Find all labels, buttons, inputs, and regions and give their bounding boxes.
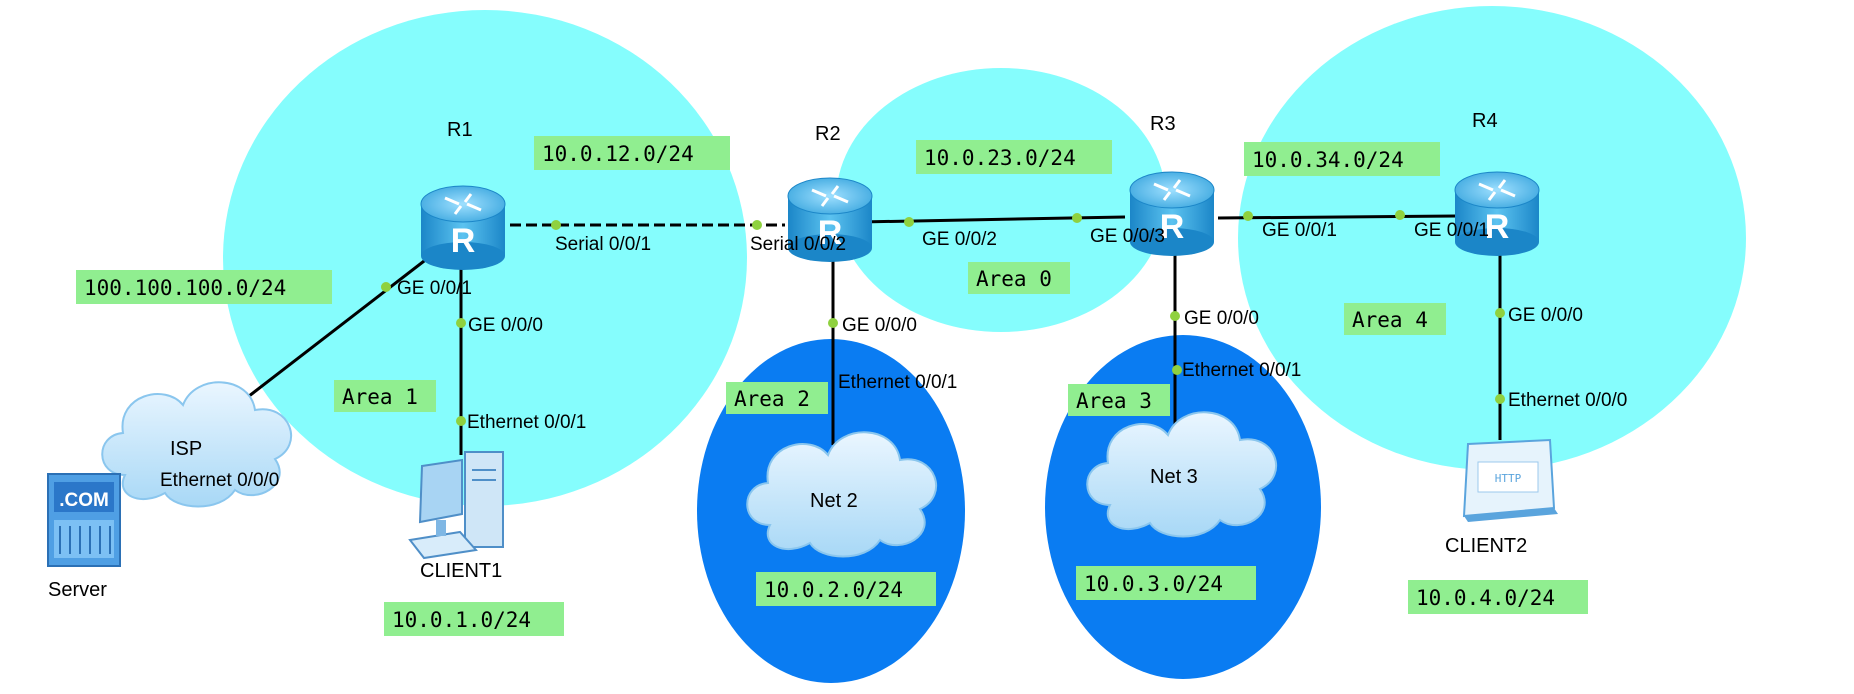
port-label-r4-ge000: GE 0/0/0 xyxy=(1508,305,1583,326)
area-text: Area 4 xyxy=(1352,308,1428,332)
port-label-client2-eth000: Ethernet 0/0/0 xyxy=(1508,390,1627,411)
area-label-area4: Area 4 xyxy=(1344,303,1446,335)
area-text: Area 0 xyxy=(976,267,1052,291)
subnet-label-lan1: 10.0.1.0/24 xyxy=(384,602,564,636)
client2-http-icon[interactable]: HTTP xyxy=(1462,438,1558,522)
subnet-text: 10.0.3.0/24 xyxy=(1084,572,1223,596)
area-label-area3: Area 3 xyxy=(1068,384,1170,416)
subnet-label-lan2: 10.0.2.0/24 xyxy=(756,572,936,606)
port-dot xyxy=(1395,210,1405,220)
port-dot xyxy=(752,220,762,230)
port-label-r2-ge002: GE 0/0/2 xyxy=(922,229,997,250)
subnet-label-isp: 100.100.100.0/24 xyxy=(76,270,332,304)
subnet-label-r1-r2: 10.0.12.0/24 xyxy=(534,136,730,170)
subnet-label-r3-r4: 10.0.34.0/24 xyxy=(1244,142,1440,176)
port-dot xyxy=(1172,365,1182,375)
subnet-text: 10.0.12.0/24 xyxy=(542,142,694,166)
server-icon[interactable]: .COM xyxy=(47,473,121,567)
router-r4[interactable]: R xyxy=(1454,171,1540,256)
area-label-area1: Area 1 xyxy=(334,380,436,412)
isp-cloud-icon[interactable] xyxy=(101,381,293,508)
area-text: Area 1 xyxy=(342,385,418,409)
router-r-glyph: R xyxy=(1485,208,1510,246)
r3-label: R3 xyxy=(1150,113,1176,135)
port-dot xyxy=(456,416,466,426)
subnet-text: 100.100.100.0/24 xyxy=(84,276,286,300)
link-r3-r4 xyxy=(1217,214,1458,220)
client1-label: CLIENT1 xyxy=(420,560,502,582)
port-dot xyxy=(456,318,466,328)
port-dot xyxy=(1243,211,1253,221)
server-label: Server xyxy=(48,579,107,601)
port-dot xyxy=(1495,394,1505,404)
area-label-area0: Area 0 xyxy=(968,262,1070,294)
client2-badge: HTTP xyxy=(1495,472,1522,485)
router-r-glyph: R xyxy=(451,222,476,260)
subnet-text: 10.0.4.0/24 xyxy=(1416,586,1555,610)
router-r1[interactable]: R xyxy=(420,185,506,270)
server-badge: .COM xyxy=(59,490,109,511)
area-text: Area 2 xyxy=(734,387,810,411)
subnet-label-lan4: 10.0.4.0/24 xyxy=(1408,580,1588,614)
router-r3[interactable]: R xyxy=(1129,171,1215,256)
port-label-r1-ge000: GE 0/0/0 xyxy=(468,315,543,336)
router-r-glyph: R xyxy=(1160,208,1185,246)
net2-label: Net 2 xyxy=(810,490,858,512)
r2-label: R2 xyxy=(815,123,841,145)
port-label-net3-eth001: Ethernet 0/0/1 xyxy=(1182,360,1301,381)
port-dot xyxy=(904,217,914,227)
port-dot xyxy=(1495,308,1505,318)
client1-pc-icon[interactable] xyxy=(408,451,504,560)
router-r2[interactable]: R xyxy=(787,177,873,262)
link-isp-r1 xyxy=(239,256,429,405)
subnet-text: 10.0.23.0/24 xyxy=(924,146,1076,170)
subnet-label-r2-r3: 10.0.23.0/24 xyxy=(916,140,1112,174)
router-r-glyph: R xyxy=(818,214,843,252)
port-dot xyxy=(551,220,561,230)
port-label-r4-ge001: GE 0/0/1 xyxy=(1414,220,1489,241)
net3-label: Net 3 xyxy=(1150,466,1198,488)
port-label-r3-ge000: GE 0/0/0 xyxy=(1184,308,1259,329)
net2-cloud-icon[interactable] xyxy=(746,431,938,558)
port-label-r1-s001: Serial 0/0/1 xyxy=(555,234,651,255)
r4-label: R4 xyxy=(1472,110,1498,132)
client2-label: CLIENT2 xyxy=(1445,535,1527,557)
port-dot xyxy=(1072,213,1082,223)
port-label-r1-ge001: GE 0/0/1 xyxy=(397,278,472,299)
port-label-client1-eth001: Ethernet 0/0/1 xyxy=(467,412,586,433)
area0-region xyxy=(836,68,1166,332)
subnet-label-lan3: 10.0.3.0/24 xyxy=(1076,566,1256,600)
port-dot xyxy=(381,282,391,292)
port-dot xyxy=(1170,311,1180,321)
subnet-text: 10.0.34.0/24 xyxy=(1252,148,1404,172)
area-label-area2: Area 2 xyxy=(726,382,828,414)
port-label-r3-ge003: GE 0/0/3 xyxy=(1090,226,1165,247)
r1-label: R1 xyxy=(447,119,473,141)
port-label-r3-ge001: GE 0/0/1 xyxy=(1262,220,1337,241)
net3-cloud-icon[interactable] xyxy=(1086,411,1278,538)
port-label-isp-eth000: Ethernet 0/0/0 xyxy=(160,470,279,491)
isp-label: ISP xyxy=(170,438,202,460)
subnet-text: 10.0.1.0/24 xyxy=(392,608,531,632)
port-dot xyxy=(828,318,838,328)
subnet-text: 10.0.2.0/24 xyxy=(764,578,903,602)
area-text: Area 3 xyxy=(1076,389,1152,413)
port-label-net2-eth001: Ethernet 0/0/1 xyxy=(838,372,957,393)
port-label-r2-ge000: GE 0/0/0 xyxy=(842,315,917,336)
port-label-r2-s002: Serial 0/0/2 xyxy=(750,234,846,255)
